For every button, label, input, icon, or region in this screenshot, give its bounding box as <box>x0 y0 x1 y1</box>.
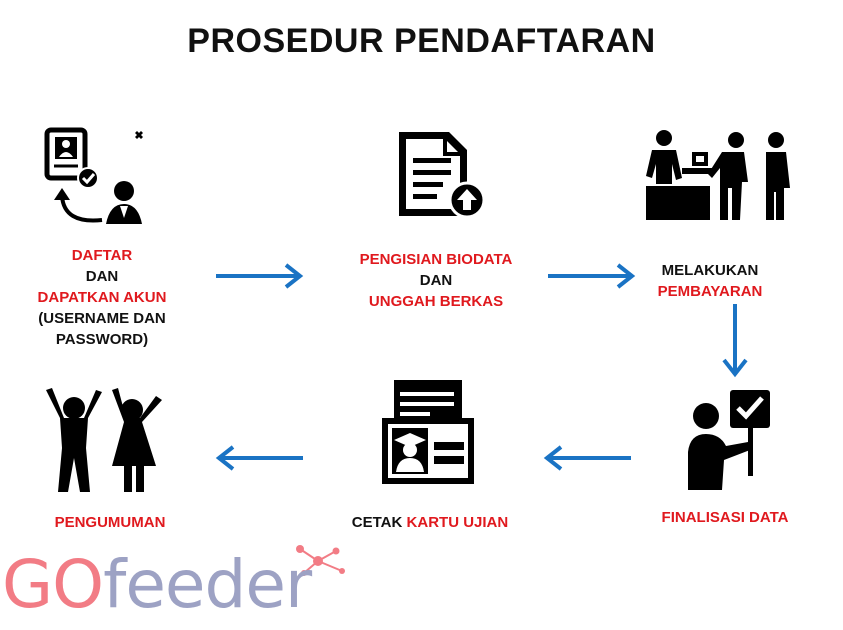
arrow-left-icon <box>215 445 303 471</box>
step-5-line-1: CETAK KARTU UJIAN <box>310 512 550 533</box>
logo-go-text: GO <box>2 546 104 623</box>
step-3-line-1: MELAKUKAN <box>661 262 759 279</box>
register-account-icon <box>44 127 143 224</box>
celebrating-people-icon <box>46 388 162 492</box>
step-1-line-1: DAFTAR <box>71 247 133 264</box>
step-1-line-4: (USERNAME DAN <box>38 310 166 327</box>
arrow-right-icon <box>216 263 304 289</box>
step-2-line-3: UNGGAH BERKAS <box>368 293 504 310</box>
step-2-line-2: DAN <box>419 272 453 289</box>
document-upload-icon <box>399 132 486 219</box>
step-6-label: PENGUMUMAN <box>20 512 200 533</box>
step-1-label: DAFTAR DAN DAPATKAN AKUN (USERNAME DAN P… <box>2 245 202 350</box>
step-3-line-2: PEMBAYARAN <box>657 283 763 300</box>
gofeeder-logo: GOfeeder <box>2 543 362 628</box>
step-4-label: FINALISASI DATA <box>620 507 830 528</box>
step-5-text-kartu: KARTU UJIAN <box>406 514 509 531</box>
step-5-label: CETAK KARTU UJIAN <box>310 512 550 533</box>
logo-wordmark: GOfeeder <box>2 546 312 623</box>
step-1-line-5: PASSWORD) <box>55 331 149 348</box>
step-5-text-cetak: CETAK <box>351 514 407 531</box>
finalize-checklist-icon <box>688 390 770 490</box>
arrow-down-icon <box>722 304 748 378</box>
exam-card-icon <box>382 380 474 484</box>
step-1-line-3: DAPATKAN AKUN <box>37 289 167 306</box>
step-2-label: PENGISIAN BIODATA DAN UNGGAH BERKAS <box>326 249 546 312</box>
molecule-icon <box>296 545 345 576</box>
logo-feeder-text: feeder <box>103 546 312 623</box>
step-2-line-1: PENGISIAN BIODATA <box>359 251 513 268</box>
arrow-left-icon <box>543 445 631 471</box>
payment-counter-icon <box>646 130 790 220</box>
step-4-line-1: FINALISASI DATA <box>661 509 789 526</box>
page-title: PROSEDUR PENDAFTARAN <box>187 22 656 60</box>
step-6-line-1: PENGUMUMAN <box>54 514 166 531</box>
step-1-line-2: DAN <box>85 268 119 285</box>
step-3-label: MELAKUKAN PEMBAYARAN <box>630 260 790 302</box>
arrow-right-icon <box>548 263 636 289</box>
